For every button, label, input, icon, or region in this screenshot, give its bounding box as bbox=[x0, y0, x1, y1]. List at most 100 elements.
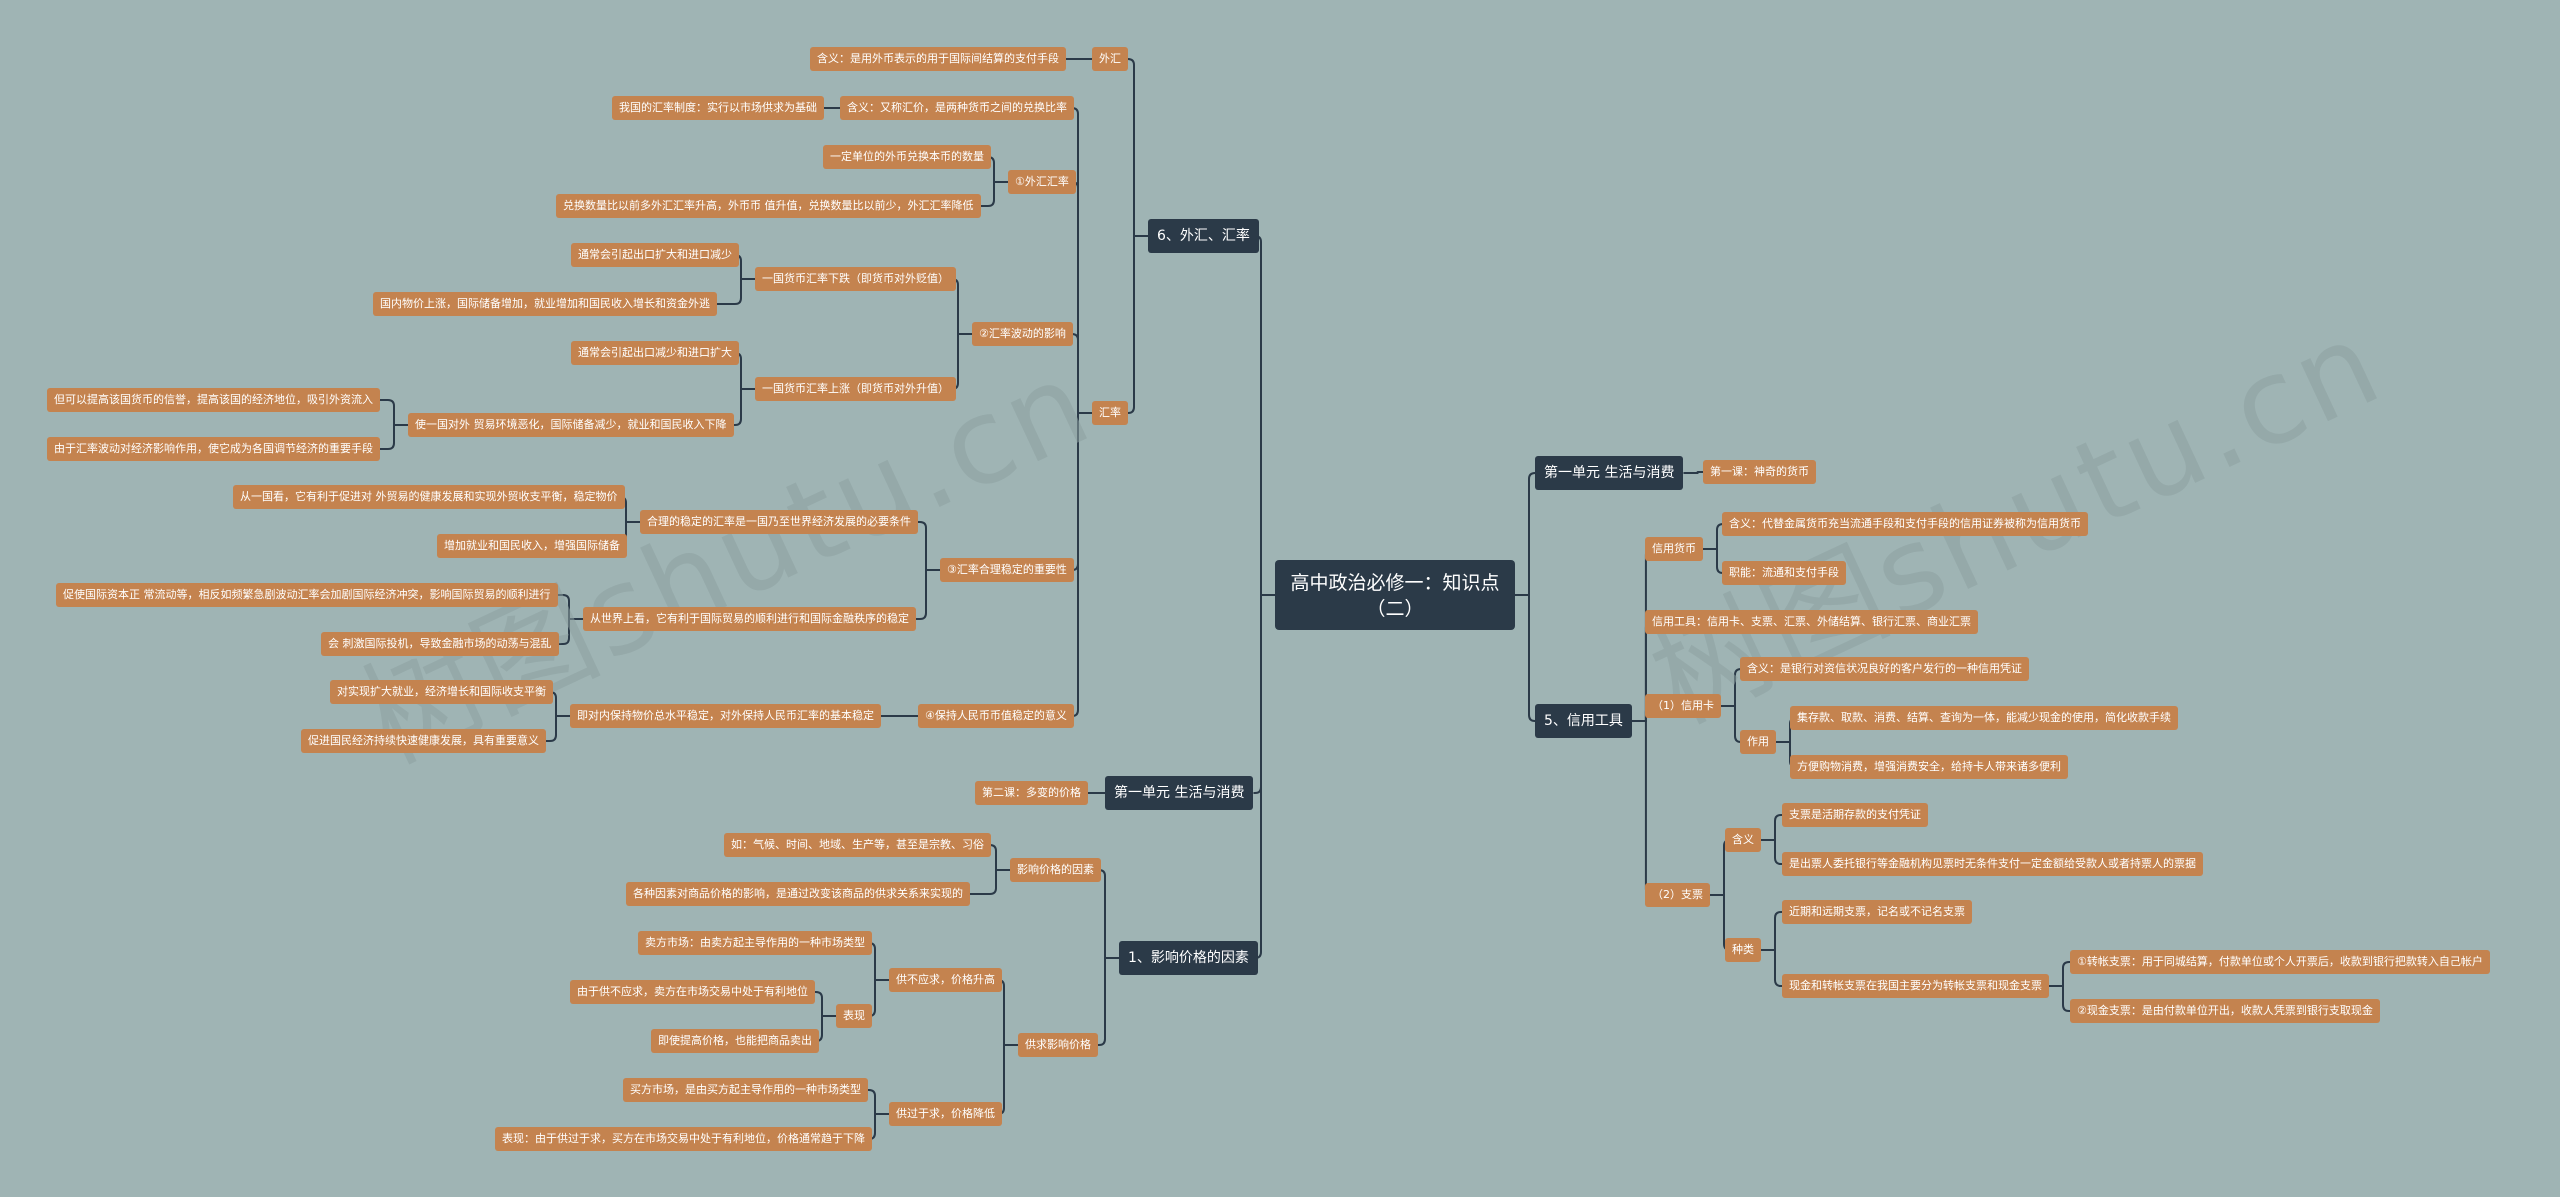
node-keep[interactable]: ④保持人民币币值稳定的意义 bbox=[918, 704, 1074, 728]
connector-line bbox=[2049, 961, 2070, 987]
connector-line bbox=[733, 388, 755, 426]
node-transfer-cheque[interactable]: ①转帐支票：用于同城结算，付款单位或个人开票后，收款到银行把款转入自己帐户 bbox=[2070, 950, 2490, 974]
connector-line bbox=[1515, 472, 1536, 596]
node-rise-2[interactable]: 使一国对外 贸易环境恶化，国际储备减少，就业和国民收入下降 bbox=[408, 413, 734, 437]
node-fluct[interactable]: ②汇率波动的影响 bbox=[972, 322, 1073, 346]
node-huilv-system[interactable]: 我国的汇率制度：实行以市场供求为基础 bbox=[612, 96, 824, 120]
node-over-2[interactable]: 表现：由于供过于求，买方在市场交易中处于有利地位，价格通常趋于下降 bbox=[495, 1127, 872, 1151]
node-cheque[interactable]: （2）支票 bbox=[1645, 883, 1710, 907]
connector-line bbox=[1515, 594, 1536, 722]
node-over[interactable]: 供过于求，价格降低 bbox=[889, 1102, 1002, 1126]
node-keep-a1[interactable]: 对实现扩大就业，经济增长和国际收支平衡 bbox=[330, 680, 553, 704]
node-stable-b1[interactable]: 促使国际资本正 常流动等，相反如频繁急剧波动汇率会加剧国际经济冲突，影响国际贸易… bbox=[56, 583, 558, 607]
node-cheque-kind[interactable]: 种类 bbox=[1725, 938, 1761, 962]
root-topic[interactable]: 高中政治必修一：知识点（二） bbox=[1275, 560, 1515, 630]
connector-line bbox=[1127, 58, 1148, 237]
node-fall-1[interactable]: 通常会引起出口扩大和进口减少 bbox=[571, 243, 739, 267]
node-stable-a1[interactable]: 从一国看，它有利于促进对 外贸易的健康发展和实现外贸收支平衡，稳定物价 bbox=[233, 485, 625, 509]
node-card-effect-2[interactable]: 方便购物消费，增强消费安全，给持卡人带来诸多便利 bbox=[1790, 755, 2068, 779]
node-short-b1[interactable]: 由于供不应求，卖方在市场交易中处于有利地位 bbox=[570, 980, 815, 1004]
node-rise[interactable]: 一国货币汇率上涨（即货币对外升值） bbox=[755, 377, 956, 401]
node-card-meaning[interactable]: 含义：是银行对资信状况良好的客户发行的一种信用凭证 bbox=[1740, 657, 2029, 681]
node-fall-2[interactable]: 国内物价上涨，国际储备增加，就业增加和国民收入增长和资金外逃 bbox=[373, 292, 717, 316]
connector-line bbox=[1127, 235, 1148, 414]
node-cash-cheque[interactable]: ②现金支票：是由付款单位开出，收款人凭票到银行支取现金 bbox=[2070, 999, 2380, 1023]
branch-forex[interactable]: 6、外汇、汇率 bbox=[1148, 219, 1259, 253]
connector-line bbox=[815, 1015, 836, 1042]
connector-line bbox=[989, 844, 1010, 871]
node-keep-a[interactable]: 即对内保持物价总水平稳定，对外保持人民币汇率的基本稳定 bbox=[570, 704, 881, 728]
connector-line bbox=[868, 942, 889, 981]
connector-line bbox=[1703, 523, 1724, 550]
node-cheque-meaning-1[interactable]: 支票是活期存款的支付凭证 bbox=[1782, 803, 1928, 827]
node-rise-2b[interactable]: 由于汇率波动对经济影响作用，使它成为各国调节经济的重要手段 bbox=[47, 437, 380, 461]
node-credit-money-meaning[interactable]: 含义：代替金属货币充当流通手段和支付手段的信用证券被称为信用货币 bbox=[1722, 512, 2088, 536]
node-cheque-kind-2[interactable]: 现金和转帐支票在我国主要分为转帐支票和现金支票 bbox=[1782, 974, 2049, 998]
node-stable-b2[interactable]: 会 刺激国际投机，导致金融市场的动荡与混乱 bbox=[321, 632, 559, 656]
connector-line bbox=[868, 1089, 889, 1115]
node-rise-1[interactable]: 通常会引起出口减少和进口扩大 bbox=[571, 341, 739, 365]
branch-unit1-left[interactable]: 第一单元 生活与消费 bbox=[1105, 776, 1254, 810]
connector-line bbox=[1761, 949, 1782, 987]
node-huilv-meaning[interactable]: 含义：又称汇价，是两种货币之间的兑换比率 bbox=[840, 96, 1074, 120]
node-price-factor-1[interactable]: 如：气候、时间、地域、生产等，甚至是宗教、习俗 bbox=[724, 833, 991, 857]
node-short-a[interactable]: 卖方市场：由卖方起主导作用的一种市场类型 bbox=[638, 931, 872, 955]
connector-line bbox=[1071, 181, 1092, 414]
node-rise-2a[interactable]: 但可以提高该国货币的信誉，提高该国的经济地位，吸引外资流入 bbox=[47, 388, 380, 412]
node-stable-a[interactable]: 合理的稳定的汇率是一国乃至世界经济发展的必要条件 bbox=[640, 510, 918, 534]
connector-line bbox=[1098, 869, 1119, 959]
node-cheque-meaning[interactable]: 含义 bbox=[1725, 828, 1761, 852]
connector-line bbox=[868, 1113, 889, 1140]
connector-line bbox=[868, 979, 889, 1017]
connector-line bbox=[2049, 985, 2070, 1012]
node-credit-tools[interactable]: 信用工具：信用卡、支票、汇票、外储结算、银行汇票、商业汇票 bbox=[1645, 610, 1978, 634]
node-lesson2[interactable]: 第二课：多变的价格 bbox=[975, 781, 1088, 805]
connector-line bbox=[557, 594, 583, 620]
node-short[interactable]: 供不应求，价格升高 bbox=[889, 968, 1002, 992]
node-stable-b[interactable]: 从世界上看，它有利于国际贸易的顺利进行和国际金融秩序的稳定 bbox=[583, 607, 916, 631]
connector-line bbox=[558, 618, 583, 645]
branch-credit[interactable]: 5、信用工具 bbox=[1535, 704, 1632, 738]
connector-line bbox=[918, 521, 940, 571]
node-fall[interactable]: 一国货币汇率下跌（即货币对外贬值） bbox=[755, 267, 956, 291]
connector-line bbox=[380, 424, 408, 450]
connector-line bbox=[1761, 814, 1782, 841]
node-cheque-meaning-2[interactable]: 是出票人委托银行等金融机构见票时无条件支付一定金额给受款人或者持票人的票据 bbox=[1782, 852, 2203, 876]
branch-price[interactable]: 1、影响价格的因素 bbox=[1119, 941, 1258, 975]
branch-unit1-right[interactable]: 第一单元 生活与消费 bbox=[1535, 456, 1684, 490]
node-short-b2[interactable]: 即使提高价格，也能把商品卖出 bbox=[651, 1029, 819, 1053]
node-credit-money-function[interactable]: 职能：流通和支付手段 bbox=[1722, 561, 1846, 585]
connector-line bbox=[1631, 720, 1652, 896]
node-supply[interactable]: 供求影响价格 bbox=[1018, 1033, 1098, 1057]
node-keep-a2[interactable]: 促进国民经济持续快速健康发展，具有重要意义 bbox=[301, 729, 546, 753]
node-waihui[interactable]: 外汇 bbox=[1092, 47, 1128, 71]
connector-line bbox=[980, 181, 1008, 207]
connector-line bbox=[1253, 594, 1275, 794]
node-price-factor[interactable]: 影响价格的因素 bbox=[1010, 858, 1101, 882]
connector-line bbox=[546, 715, 570, 742]
node-price-factor-2[interactable]: 各种因素对商品价格的影响，是通过改变该商品的供求关系来实现的 bbox=[626, 882, 970, 906]
node-waihui-meaning[interactable]: 含义：是用外币表示的用于国际间结算的支付手段 bbox=[810, 47, 1066, 71]
connector-line bbox=[1254, 235, 1275, 596]
node-short-b[interactable]: 表现 bbox=[836, 1004, 872, 1028]
connector-line bbox=[970, 869, 1010, 895]
connector-line bbox=[1098, 957, 1119, 1046]
connector-line bbox=[987, 156, 1008, 183]
node-cheque-kind-1[interactable]: 近期和远期支票，记名或不记名支票 bbox=[1782, 900, 1972, 924]
node-over-1[interactable]: 买方市场，是由买方起主导作用的一种市场类型 bbox=[623, 1078, 868, 1102]
node-card-effect[interactable]: 作用 bbox=[1740, 730, 1776, 754]
node-credit-money[interactable]: 信用货币 bbox=[1645, 537, 1703, 561]
node-lesson1[interactable]: 第一课：神奇的货币 bbox=[1703, 460, 1816, 484]
connector-line bbox=[1254, 594, 1275, 959]
node-stable-a2[interactable]: 增加就业和国民收入，增强国际储备 bbox=[437, 534, 627, 558]
connector-line bbox=[1761, 911, 1782, 951]
node-credit-card[interactable]: （1）信用卡 bbox=[1645, 694, 1721, 718]
node-stable[interactable]: ③汇率合理稳定的重要性 bbox=[940, 558, 1074, 582]
node-rate-waihui[interactable]: ①外汇汇率 bbox=[1008, 170, 1076, 194]
node-card-effect-1[interactable]: 集存款、取款、消费、结算、查询为一体，能减少现金的使用，简化收款手续 bbox=[1790, 706, 2178, 730]
node-rate-waihui-2[interactable]: 兑换数量比以前多外汇汇率升高，外币币 值升值，兑换数量比以前少，外汇汇率降低 bbox=[556, 194, 981, 218]
node-huilv[interactable]: 汇率 bbox=[1092, 401, 1128, 425]
connector-line bbox=[815, 991, 836, 1017]
connector-line bbox=[1683, 471, 1703, 474]
node-rate-waihui-1[interactable]: 一定单位的外币兑换本币的数量 bbox=[823, 145, 991, 169]
